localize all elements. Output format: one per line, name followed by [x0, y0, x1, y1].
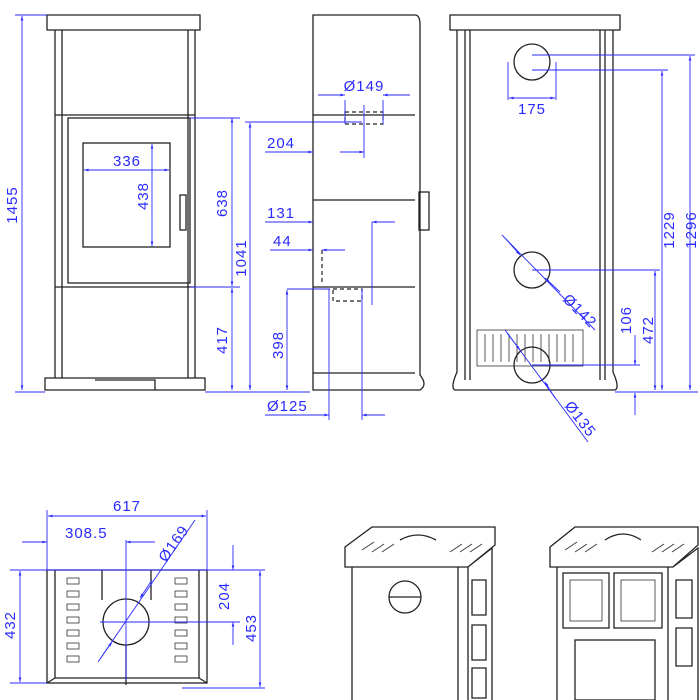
dim-glass-width: 336 [113, 153, 141, 170]
dim-131: 131 [267, 205, 295, 222]
air-inlet-hidden [332, 288, 363, 302]
dim-flue-depth: 204 [216, 582, 233, 610]
dim-half-width: 308.5 [65, 525, 108, 542]
dim-flue-height: 1041 [233, 239, 250, 276]
isometric-front-view [549, 526, 699, 700]
dim-height-total: 1455 [4, 186, 21, 223]
dim-1229: 1229 [661, 211, 678, 248]
side-handle [418, 191, 430, 231]
dim-rear-flue-diameter: Ø142 [559, 291, 600, 332]
dim-total-depth: 453 [243, 614, 260, 642]
dim-width: 617 [113, 498, 141, 515]
dim-lower-height: 417 [214, 326, 231, 354]
front-view [15, 14, 362, 393]
dim-flue-offset: 204 [267, 135, 295, 152]
top-flue-outlet [513, 43, 551, 81]
dim-air-inlet-diameter: Ø125 [267, 398, 308, 415]
dim-glass-height: 438 [135, 182, 152, 210]
back-view [449, 14, 698, 443]
isometric-rear-view [344, 526, 496, 700]
dim-depth: 432 [2, 611, 19, 639]
dim-flue-spacing: 175 [518, 101, 546, 118]
side-view [265, 14, 430, 420]
dim-top-flue-diameter: Ø169 [155, 522, 192, 565]
door-handle [179, 194, 187, 231]
dim-air-inlet-height: 398 [270, 331, 287, 359]
dim-44: 44 [273, 233, 292, 250]
door [67, 117, 191, 284]
vent-grille [476, 329, 584, 367]
dim-472: 472 [640, 316, 657, 344]
plan-view [10, 510, 265, 689]
dim-1296: 1296 [683, 211, 700, 248]
dim-air-diameter: Ø135 [561, 398, 599, 441]
dim-106: 106 [618, 306, 635, 334]
glass [82, 142, 171, 248]
dim-flue-diameter: Ø149 [344, 78, 385, 95]
dim-upper-height: 638 [214, 189, 231, 217]
